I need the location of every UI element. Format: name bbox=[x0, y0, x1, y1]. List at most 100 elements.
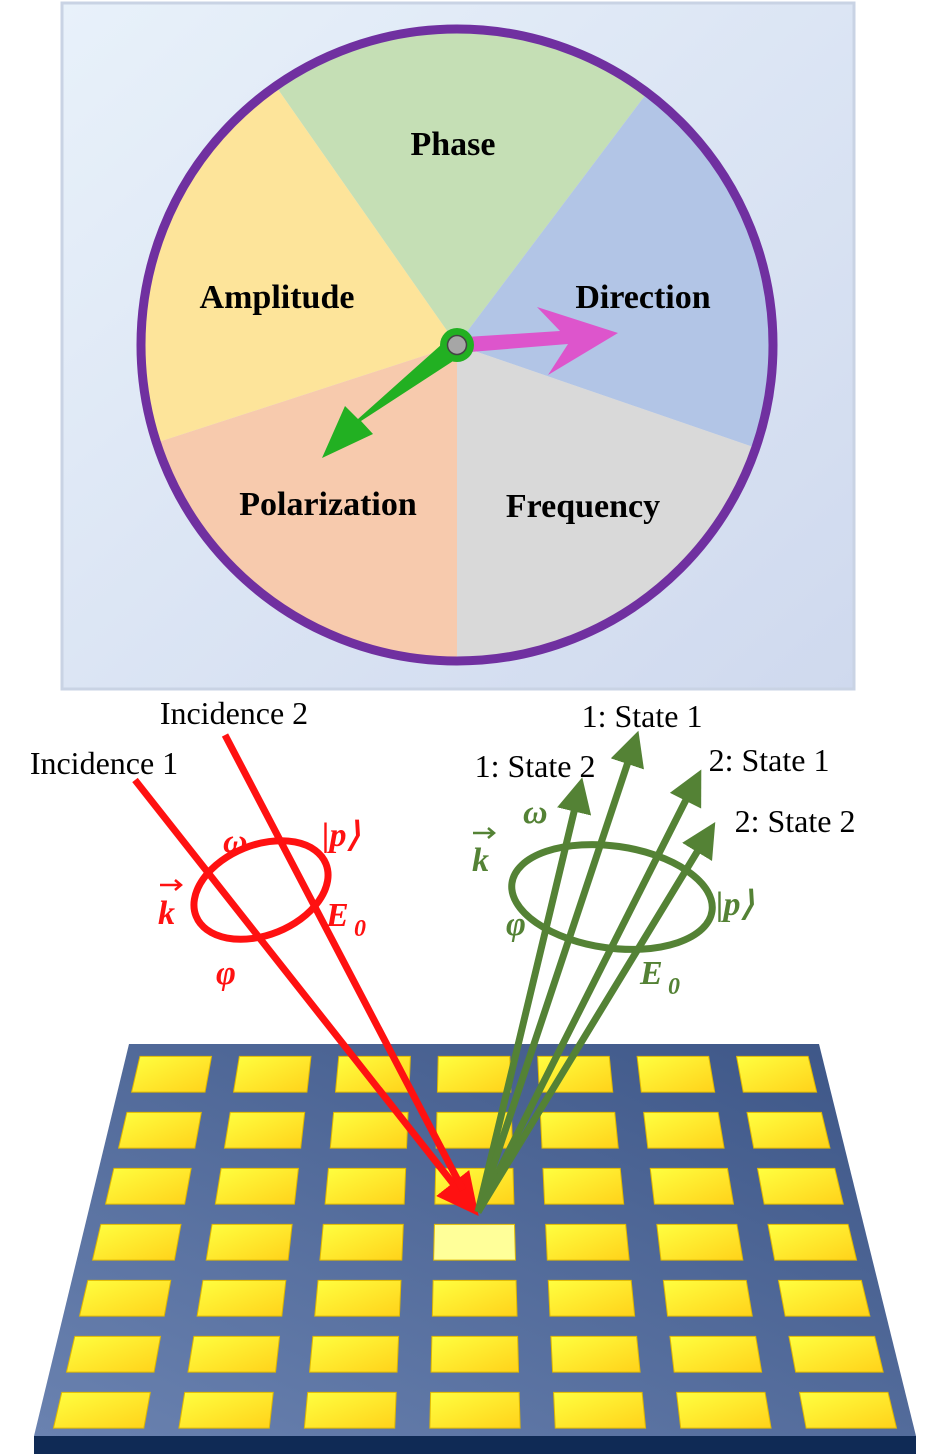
metasurface bbox=[34, 1044, 916, 1454]
metasurface-cell bbox=[547, 1279, 636, 1317]
metasurface-cell bbox=[746, 1111, 831, 1149]
metasurface-cell bbox=[431, 1279, 518, 1317]
output-label-1-state-1: 1: State 1 bbox=[582, 698, 703, 734]
metasurface-cell bbox=[553, 1391, 647, 1429]
sector-label-direction: Direction bbox=[575, 279, 710, 316]
output-omega-symbol: ω bbox=[523, 794, 548, 831]
metasurface-cell bbox=[430, 1335, 520, 1373]
metasurface-cell bbox=[429, 1391, 521, 1429]
sector-label-frequency: Frequency bbox=[506, 488, 660, 525]
metasurface-cell bbox=[798, 1391, 898, 1429]
metasurface-cell bbox=[756, 1167, 844, 1205]
metasurface-cell bbox=[314, 1279, 402, 1317]
metasurface-cell bbox=[436, 1055, 512, 1093]
metasurface-cell bbox=[196, 1279, 287, 1317]
sector-label-amplitude: Amplitude bbox=[200, 279, 355, 316]
output-beams: 1: State 2 1: State 1 2: State 1 2: Stat… bbox=[472, 698, 856, 1214]
output-beam-2-state-2 bbox=[475, 822, 716, 1214]
sector-phase bbox=[275, 28, 648, 345]
metasurface-cell bbox=[104, 1167, 192, 1205]
output-label-2-state-2: 2: State 2 bbox=[735, 803, 856, 839]
output-label-1-state-2: 1: State 2 bbox=[475, 748, 596, 784]
metasurface-cell bbox=[643, 1111, 725, 1149]
metasurface-cell bbox=[545, 1223, 630, 1261]
metasurface-cell bbox=[329, 1111, 409, 1149]
metasurface-cell bbox=[309, 1335, 400, 1373]
incidence-1-label: Incidence 1 bbox=[30, 745, 178, 781]
metasurface-cell bbox=[214, 1167, 299, 1205]
metasurface-cell bbox=[205, 1223, 293, 1261]
output-phi-symbol: φ bbox=[506, 906, 526, 943]
incident-beam-2 bbox=[221, 733, 467, 1192]
output-beam-1-state-1 bbox=[474, 730, 644, 1214]
metasurface-cell bbox=[669, 1335, 763, 1373]
incident-ket-symbol: |p⟩ bbox=[322, 817, 360, 854]
sector-polarization bbox=[156, 345, 458, 661]
incident-E0: E 0 bbox=[325, 897, 366, 942]
wheel-sectors bbox=[140, 28, 773, 662]
sector-label-polarization: Polarization bbox=[239, 486, 417, 523]
metasurface-cell bbox=[178, 1391, 274, 1429]
incident-k-vector: k bbox=[158, 879, 183, 932]
sector-amplitude bbox=[140, 86, 457, 443]
pointer-arrow-long bbox=[322, 336, 467, 458]
output-polarization-ellipse bbox=[508, 841, 716, 953]
output-k-vector: k bbox=[472, 827, 496, 879]
incident-phi-symbol: φ bbox=[216, 955, 236, 992]
metasurface-cell bbox=[539, 1111, 619, 1149]
metasurface-cell bbox=[636, 1055, 716, 1093]
metasurface-cell bbox=[324, 1167, 407, 1205]
metasurface-cell bbox=[303, 1391, 397, 1429]
pointer-arrow-short bbox=[466, 307, 618, 375]
metasurface-cell bbox=[65, 1335, 162, 1373]
metasurface-cell bbox=[78, 1279, 172, 1317]
incident-E-symbol: E bbox=[325, 897, 349, 934]
metasurface-cell bbox=[777, 1279, 871, 1317]
metasurface-cell bbox=[675, 1391, 772, 1429]
metasurface-cell bbox=[232, 1055, 312, 1093]
metasurface-cell bbox=[91, 1223, 182, 1261]
metasurface-cell bbox=[649, 1167, 735, 1205]
output-k-arrow-icon bbox=[473, 827, 496, 839]
incident-beams: Incidence 1 Incidence 2 ω |p⟩ k E 0 φ bbox=[30, 695, 479, 1216]
output-k-symbol: k bbox=[472, 842, 489, 879]
output-E-symbol: E bbox=[639, 955, 663, 992]
metasurface-cell bbox=[130, 1055, 213, 1093]
incident-k-arrow-icon bbox=[160, 879, 183, 891]
output-beam-1-state-2 bbox=[474, 777, 592, 1213]
metasurface-cell bbox=[223, 1111, 306, 1149]
output-symbols: ω k φ |p⟩ E 0 bbox=[472, 794, 754, 1000]
incident-k-symbol: k bbox=[158, 895, 175, 932]
output-ket-symbol: |p⟩ bbox=[716, 886, 754, 923]
metasurface-cell bbox=[735, 1055, 818, 1093]
metasurface-cell bbox=[52, 1391, 151, 1429]
wheel-panel: Phase Direction Frequency Polarization A… bbox=[60, 1, 856, 691]
metasurface-cell bbox=[550, 1335, 641, 1373]
wheel-hub bbox=[446, 334, 468, 356]
sector-frequency bbox=[457, 345, 756, 662]
metasurface-cell bbox=[117, 1111, 202, 1149]
incident-symbols: ω |p⟩ k E 0 φ bbox=[158, 817, 366, 992]
metasurface-cell bbox=[767, 1223, 858, 1261]
incident-beam-1 bbox=[132, 777, 479, 1216]
metasurface-cell bbox=[662, 1279, 753, 1317]
wheel-rim bbox=[136, 24, 778, 666]
output-label-2-state-1: 2: State 1 bbox=[709, 742, 830, 778]
metasurface-cell bbox=[656, 1223, 744, 1261]
incidence-2-label: Incidence 2 bbox=[160, 695, 308, 731]
output-E-subscript: 0 bbox=[668, 974, 680, 1000]
metasurface-cell-highlighted bbox=[433, 1223, 516, 1261]
incident-polarization-ellipse bbox=[190, 837, 332, 943]
metasurface-cell bbox=[788, 1335, 884, 1373]
metasurface-cell bbox=[542, 1167, 625, 1205]
metasurface-cell bbox=[187, 1335, 281, 1373]
metasurface-cell bbox=[319, 1223, 404, 1261]
incident-E-subscript: 0 bbox=[354, 916, 366, 942]
sector-direction bbox=[457, 92, 773, 448]
output-E0: E 0 bbox=[639, 955, 680, 1000]
sector-label-phase: Phase bbox=[411, 126, 496, 163]
incident-omega-symbol: ω bbox=[223, 823, 248, 860]
metasurface-cells bbox=[52, 1055, 898, 1429]
metasurface-edge bbox=[34, 1436, 916, 1454]
